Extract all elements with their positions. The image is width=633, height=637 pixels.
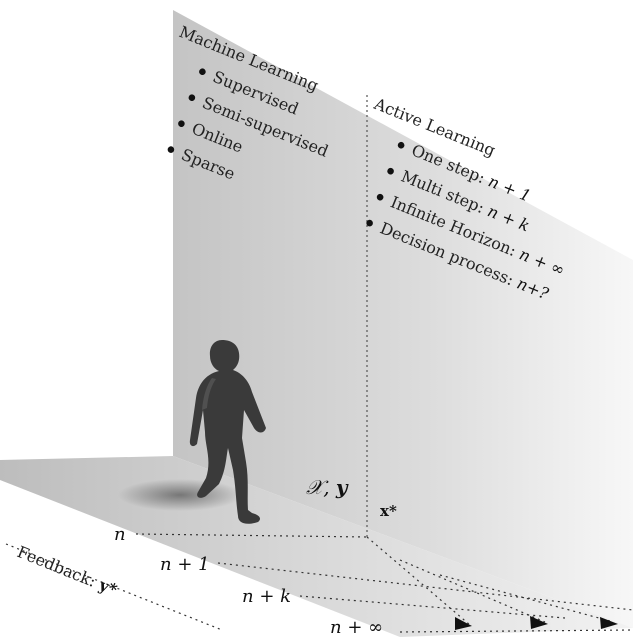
arrowhead-icon — [530, 616, 548, 629]
arrowhead-icon — [455, 617, 472, 630]
rail-diag-1 — [366, 536, 471, 626]
step-rails — [135, 533, 633, 633]
bullet-icon — [366, 219, 373, 227]
bullet-icon — [199, 68, 206, 76]
label-dataset: 𝒳, y — [306, 475, 349, 499]
rail-n-plus-1 — [217, 562, 633, 611]
step-label-n-plus-inf: n + ∞ — [330, 617, 383, 637]
step-label-n: n — [114, 524, 126, 545]
bullet-icon — [397, 141, 405, 149]
bullet-icon — [387, 167, 394, 175]
label-dataset-sep: , — [323, 475, 336, 499]
bullet-icon — [376, 193, 384, 201]
step-label-n-plus-k: n + k — [242, 586, 291, 607]
rail-diag-2 — [399, 559, 546, 623]
step-label-n-plus-1: n + 1 — [160, 554, 210, 575]
walking-person-figure — [118, 340, 266, 524]
bullet-icon — [178, 120, 185, 127]
label-dataset-y: y — [335, 475, 349, 499]
wall-plane — [173, 10, 633, 628]
rail-n — [135, 533, 368, 538]
arrowhead-icon — [600, 617, 618, 629]
label-x-star: x* — [380, 502, 397, 520]
person-highlight — [202, 378, 216, 410]
feedback-label: Feedback: y* — [15, 542, 121, 600]
bullet-icon — [188, 94, 196, 101]
rail-n-plus-k — [299, 595, 566, 619]
feedback-line — [5, 543, 223, 631]
feedback-text: Feedback: — [15, 542, 104, 593]
rail-arrowheads — [455, 616, 618, 630]
person-shadow — [118, 479, 242, 511]
bullet-icon — [167, 146, 175, 153]
